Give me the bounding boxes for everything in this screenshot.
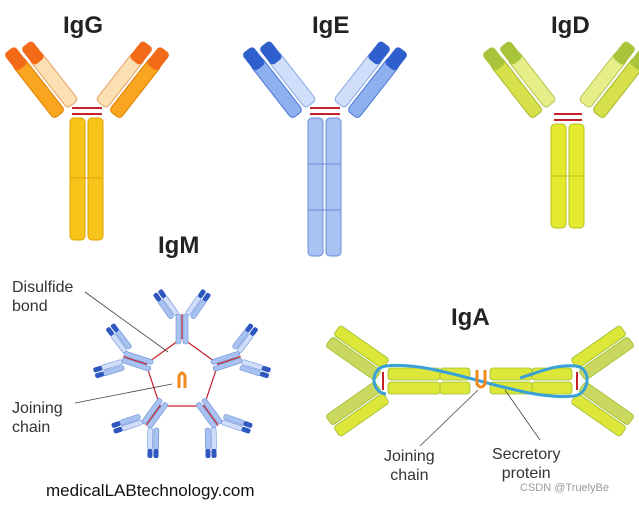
igd-title: IgD: [551, 12, 590, 39]
disulfide-bond-label: Disulfide bond: [12, 278, 73, 316]
secretory-line1: Secretory: [492, 446, 561, 463]
igg-molecule: [5, 41, 169, 241]
igg-title: IgG: [63, 12, 103, 39]
website-credit: medicalLABtechnology.com: [46, 481, 255, 500]
joining-right-line2: chain: [390, 467, 429, 484]
secretory-line2: protein: [501, 465, 551, 482]
iga-molecule: [326, 325, 634, 447]
watermark: CSDN @TruelyBe: [520, 482, 609, 494]
igm-molecule: [74, 288, 275, 464]
secretory-protein-label: Secretory protein: [492, 445, 560, 483]
disulfide-label-line2: bond: [12, 298, 48, 315]
iga-title: IgA: [451, 304, 490, 331]
joining-chain-label-iga: Joining chain: [384, 447, 435, 485]
disulfide-label-line1: Disulfide: [12, 279, 74, 296]
ige-title: IgE: [312, 12, 350, 39]
igm-title: IgM: [158, 232, 200, 259]
ige-molecule: [243, 41, 407, 257]
joining-chain-label-igm: Joining chain: [12, 399, 63, 437]
igd-molecule: [483, 41, 639, 229]
joining-right-line1: Joining: [384, 448, 435, 465]
joining-left-line1: Joining: [12, 400, 63, 417]
joining-left-line2: chain: [12, 419, 51, 436]
